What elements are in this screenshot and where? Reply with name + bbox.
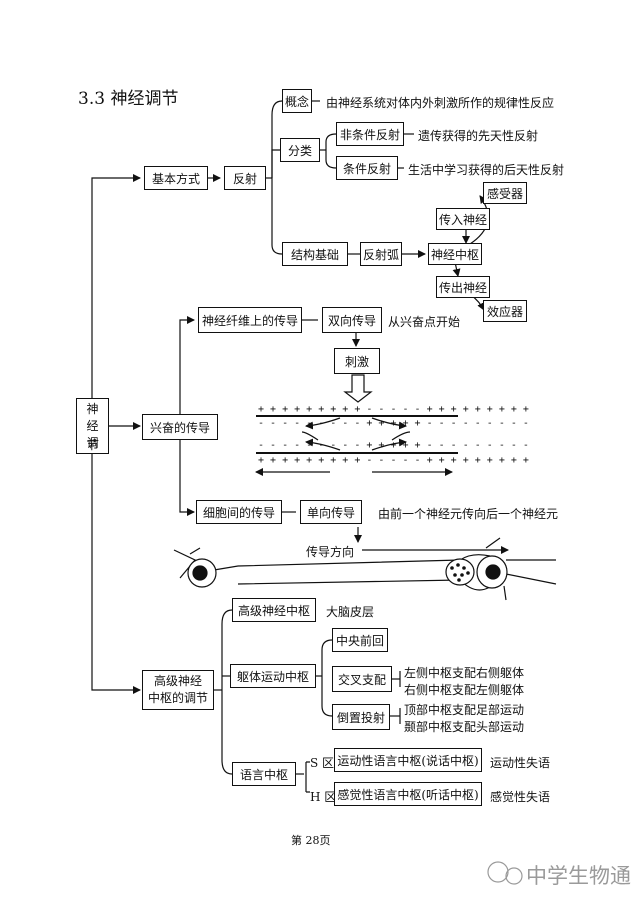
root-char: 神 <box>86 401 99 416</box>
stimulus-box: 刺激 <box>334 348 380 374</box>
between-cells-box: 细胞间的传导 <box>196 500 282 524</box>
membrane-top-inner: - - - - - - - - - + + + + + - - - - - - … <box>258 418 529 429</box>
unconditioned-desc: 遗传获得的先天性反射 <box>418 129 539 143</box>
motor-center-box: 躯体运动中枢 <box>230 664 316 688</box>
s-center-box: 运动性语言中枢(说话中枢) <box>334 748 482 772</box>
unidirectional-box: 单向传导 <box>300 500 362 524</box>
reflex-arc-box: 反射弧 <box>360 242 402 266</box>
higher-label-line: 中枢的调节 <box>147 691 208 705</box>
higher-center-box: 高级神经中枢 <box>232 598 316 622</box>
concept-desc: 由神经系统对体内外刺激所作的规律性反应 <box>326 96 555 110</box>
s-disorder: 运动性失语 <box>490 756 551 770</box>
language-center-box: 语言中枢 <box>232 762 296 786</box>
watermark: 中学生物通 <box>526 864 631 888</box>
reflex-box: 反射 <box>224 166 266 190</box>
precentral-box: 中央前回 <box>332 628 388 652</box>
unidirectional-desc: 由前一个神经元传向后一个神经元 <box>378 507 559 521</box>
higher-label-line: 高级神经 <box>153 674 202 688</box>
concept-box: 概念 <box>282 89 312 113</box>
cortex-text: 大脑皮层 <box>326 605 375 619</box>
conditioned-box: 条件反射 <box>336 156 398 180</box>
root-box: 神 经 调 <box>76 398 109 454</box>
conditioned-desc: 生活中学习获得的后天性反射 <box>408 163 565 177</box>
classify-box: 分类 <box>280 138 320 162</box>
cross-rule-1: 左侧中枢支配右侧躯体 <box>404 666 525 680</box>
root-char: 节 <box>87 438 100 452</box>
root-char: 经 <box>86 418 99 433</box>
structure-box: 结构基础 <box>282 242 348 266</box>
fiber-conduction-box: 神经纤维上的传导 <box>198 307 302 333</box>
membrane-top-outer: + + + + + + + + + - - - - - + + + + + + … <box>258 404 529 415</box>
efferent-box: 传出神经 <box>436 276 490 298</box>
membrane-bottom-outer: + + + + + + + + + - - - - - + + + + + + … <box>258 455 529 466</box>
basic-mode-box: 基本方式 <box>144 166 208 190</box>
receptor-box: 感受器 <box>483 182 527 204</box>
inverted-rule-2: 颞部中枢支配头部运动 <box>404 720 525 734</box>
s-area-label: S 区 <box>310 756 335 770</box>
inverted-box: 倒置投射 <box>332 704 390 730</box>
higher-regulation-box: 高级神经 中枢的调节 <box>142 670 214 710</box>
unconditioned-box: 非条件反射 <box>336 122 404 146</box>
effector-box: 效应器 <box>483 300 527 322</box>
page-title: 3.3 神经调节 <box>78 89 179 109</box>
page-number: 第 28页 <box>291 834 331 847</box>
direction-text: 传导方向 <box>306 545 355 559</box>
bidirectional-box: 双向传导 <box>322 307 382 333</box>
membrane-bottom-inner: - - - - - - - - - + + + + + - - - - - - … <box>258 440 529 451</box>
excitation-box: 兴奋的传导 <box>142 414 218 440</box>
afferent-box: 传入神经 <box>436 208 490 230</box>
inverted-rule-1: 顶部中枢支配足部运动 <box>404 703 525 717</box>
cross-box: 交叉支配 <box>332 666 392 692</box>
cross-rule-2: 右侧中枢支配左侧躯体 <box>404 683 525 697</box>
center-box: 神经中枢 <box>428 243 482 265</box>
from-point-text: 从兴奋点开始 <box>388 315 461 329</box>
h-disorder: 感觉性失语 <box>490 790 551 804</box>
h-area-label: H 区 <box>310 790 337 804</box>
root-char: 调 <box>86 435 99 450</box>
h-center-box: 感觉性语言中枢(听话中枢) <box>334 782 482 806</box>
